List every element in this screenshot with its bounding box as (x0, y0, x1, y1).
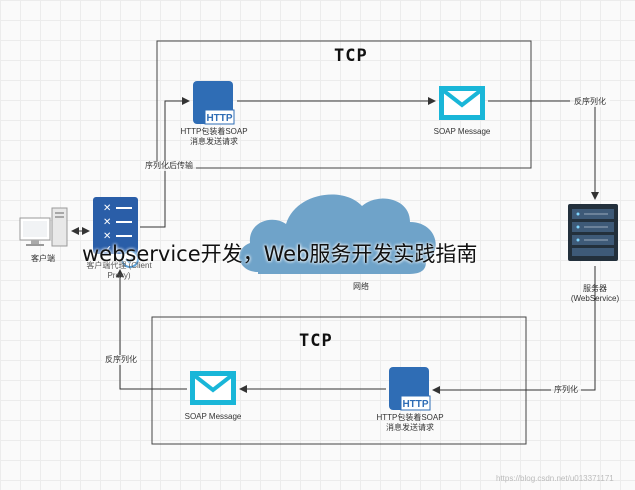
http-caption-line2: 消息发送请求 (190, 137, 238, 146)
svg-text:✕: ✕ (103, 217, 111, 228)
edge-label-deserialize: 反序列化 (570, 97, 610, 107)
client-pc-icon (19, 207, 68, 247)
http-caption-line1: HTTP包装着SOAP (376, 413, 444, 422)
server-to-http-edge (432, 266, 596, 394)
svg-text:✕: ✕ (103, 203, 111, 214)
svg-text:HTTP: HTTP (402, 399, 428, 410)
http-caption-line1: HTTP包装着SOAP (180, 127, 248, 136)
server-icon (568, 204, 618, 261)
soap-message-caption: SOAP Message (433, 127, 491, 136)
client-proxy-icon: ✕ ✕ ✕ ✓ (93, 197, 139, 268)
server-caption-line1: 服务器 (583, 284, 607, 293)
soap-to-proxy-edge (116, 269, 187, 390)
client-pc-caption: 客户端 (31, 254, 55, 263)
proxy-caption-line2: Proxy) (107, 271, 131, 280)
svg-text:✕: ✕ (103, 231, 111, 242)
bottom-tcp-label: TCP (299, 331, 333, 351)
overlay-title: webservice开发，Web服务开发实践指南 (82, 242, 478, 266)
svg-text:✓: ✓ (103, 243, 112, 256)
http-request-icon: HTTP (389, 367, 431, 411)
server-caption: 服务器 (WebService) (560, 284, 630, 304)
network-caption: 网络 (353, 282, 369, 291)
bottom-tcp-box (151, 316, 527, 445)
edge-label-serialize-transmit: 序列化后传输 (142, 161, 196, 171)
edge-label-deserialize: 反序列化 (102, 355, 140, 365)
edge-label-serialize: 序列化 (551, 385, 581, 395)
soap-to-server-edge (488, 100, 599, 200)
http-node-caption: HTTP包装着SOAP 消息发送请求 (368, 413, 452, 433)
svg-text:HTTP: HTTP (206, 113, 232, 124)
soap-message-caption: SOAP Message (184, 412, 242, 421)
soap-message-mail-icon (190, 371, 236, 405)
proxy-caption-line1: 客户端代理 (Client (86, 261, 152, 270)
top-tcp-label: TCP (334, 46, 368, 66)
watermark: https://blog.csdn.net/u013371171 (496, 474, 614, 483)
http-node-caption: HTTP包装着SOAP 消息发送请求 (172, 127, 256, 147)
server-caption-line2: (WebService) (570, 294, 620, 303)
http-caption-line2: 消息发送请求 (386, 423, 434, 432)
network-cloud-icon (239, 194, 436, 274)
http-request-icon: HTTP (193, 81, 235, 125)
client-proxy-caption: 客户端代理 (Client Proxy) (76, 261, 162, 281)
top-tcp-box (156, 40, 532, 169)
soap-message-mail-icon (439, 86, 485, 120)
